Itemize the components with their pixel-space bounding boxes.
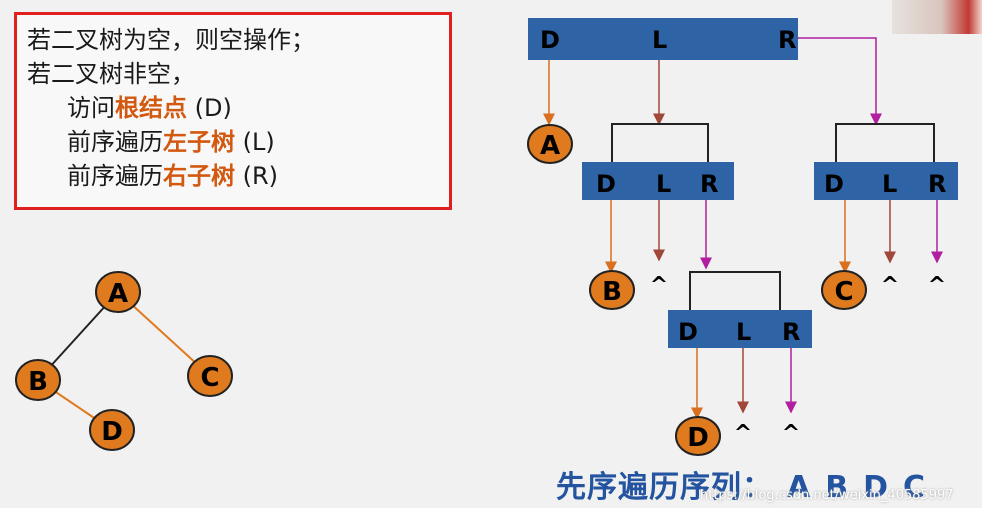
rule-line-empty: 若二叉树为空，则空操作； bbox=[27, 26, 315, 54]
bar-label-l: L bbox=[882, 170, 897, 198]
rule-line-left-subtree: 前序遍历左子树 (L) bbox=[27, 125, 439, 159]
bar-label-r: R bbox=[782, 318, 800, 346]
bottom-strip bbox=[0, 508, 982, 516]
visit-node-d: D bbox=[675, 416, 721, 456]
rule-text: 前序遍历 bbox=[67, 128, 163, 156]
bar-label-r: R bbox=[700, 170, 718, 198]
tree-node-label: C bbox=[200, 363, 219, 393]
bracket-left-subtree bbox=[611, 123, 709, 162]
bar-label-d: D bbox=[596, 170, 616, 198]
bar-label-l: L bbox=[652, 26, 667, 54]
bracket-right-subtree bbox=[835, 123, 935, 162]
bar-label-d: D bbox=[824, 170, 844, 198]
visit-node-label: A bbox=[540, 131, 560, 161]
bracket-d-subtree bbox=[689, 271, 781, 310]
dlr-bar-d: D L R bbox=[668, 310, 812, 348]
bar-label-d: D bbox=[678, 318, 698, 346]
visit-node-c: C bbox=[821, 270, 867, 310]
sequence-item: C bbox=[903, 470, 927, 505]
sequence-item: D bbox=[863, 470, 889, 505]
webcam-overlay bbox=[892, 0, 982, 34]
visit-node-b: B bbox=[589, 270, 635, 310]
rule-text: (D) bbox=[187, 94, 232, 122]
tree-node-label: B bbox=[28, 367, 48, 397]
null-marker: ^ bbox=[734, 421, 752, 446]
sequence-item: B bbox=[825, 470, 850, 505]
rule-text: (L) bbox=[235, 128, 275, 156]
tree-node-a: A bbox=[95, 271, 141, 313]
tree-node-d: D bbox=[89, 409, 135, 451]
visit-node-label: B bbox=[602, 277, 622, 307]
rule-highlight: 根结点 bbox=[115, 94, 187, 122]
bar-label-l: L bbox=[736, 318, 751, 346]
tree-node-b: B bbox=[15, 359, 61, 401]
visit-node-label: C bbox=[834, 277, 853, 307]
binary-tree: A B C D bbox=[15, 271, 233, 451]
bar-label-d: D bbox=[540, 26, 560, 54]
bar-body bbox=[582, 162, 734, 200]
dlr-bar-root: D L R bbox=[528, 18, 798, 60]
rule-text: 前序遍历 bbox=[67, 162, 163, 190]
rule-text: 访问 bbox=[67, 94, 115, 122]
arrow-root-to-right bbox=[798, 37, 882, 126]
rule-line-right-subtree: 前序遍历右子树 (R) bbox=[27, 159, 439, 193]
rule-line-nonempty: 若二叉树非空， bbox=[27, 60, 195, 88]
bar-label-r: R bbox=[928, 170, 946, 198]
bar-body bbox=[668, 310, 812, 348]
dlr-bar-right: D L R bbox=[814, 162, 958, 200]
watermark-url: https://blog.csdn.net/weixin_40585997 bbox=[700, 488, 954, 503]
bar-body bbox=[528, 18, 798, 60]
bar-label-l: L bbox=[656, 170, 671, 198]
rule-highlight: 左子树 bbox=[163, 128, 235, 156]
sequence-label: 先序遍历序列： bbox=[556, 470, 773, 505]
visit-node-a: A bbox=[527, 124, 573, 164]
rule-text: (R) bbox=[235, 162, 279, 190]
dlr-bar-left: D L R bbox=[582, 162, 734, 200]
tree-node-label: A bbox=[108, 279, 128, 309]
rule-highlight: 右子树 bbox=[163, 162, 235, 190]
tree-node-label: D bbox=[101, 417, 123, 447]
null-marker: ^ bbox=[928, 273, 946, 298]
bar-label-r: R bbox=[778, 26, 796, 54]
visit-node-label: D bbox=[687, 423, 709, 453]
tree-node-c: C bbox=[187, 355, 233, 397]
null-marker: ^ bbox=[782, 421, 800, 446]
null-marker: ^ bbox=[650, 273, 668, 298]
rule-line-visit-root: 访问根结点 (D) bbox=[27, 91, 439, 125]
sequence-item: A bbox=[787, 470, 812, 505]
bar-body bbox=[814, 162, 958, 200]
preorder-rule-box: 若二叉树为空，则空操作； 若二叉树非空， 访问根结点 (D) 前序遍历左子树 (… bbox=[14, 12, 452, 210]
null-marker: ^ bbox=[881, 273, 899, 298]
